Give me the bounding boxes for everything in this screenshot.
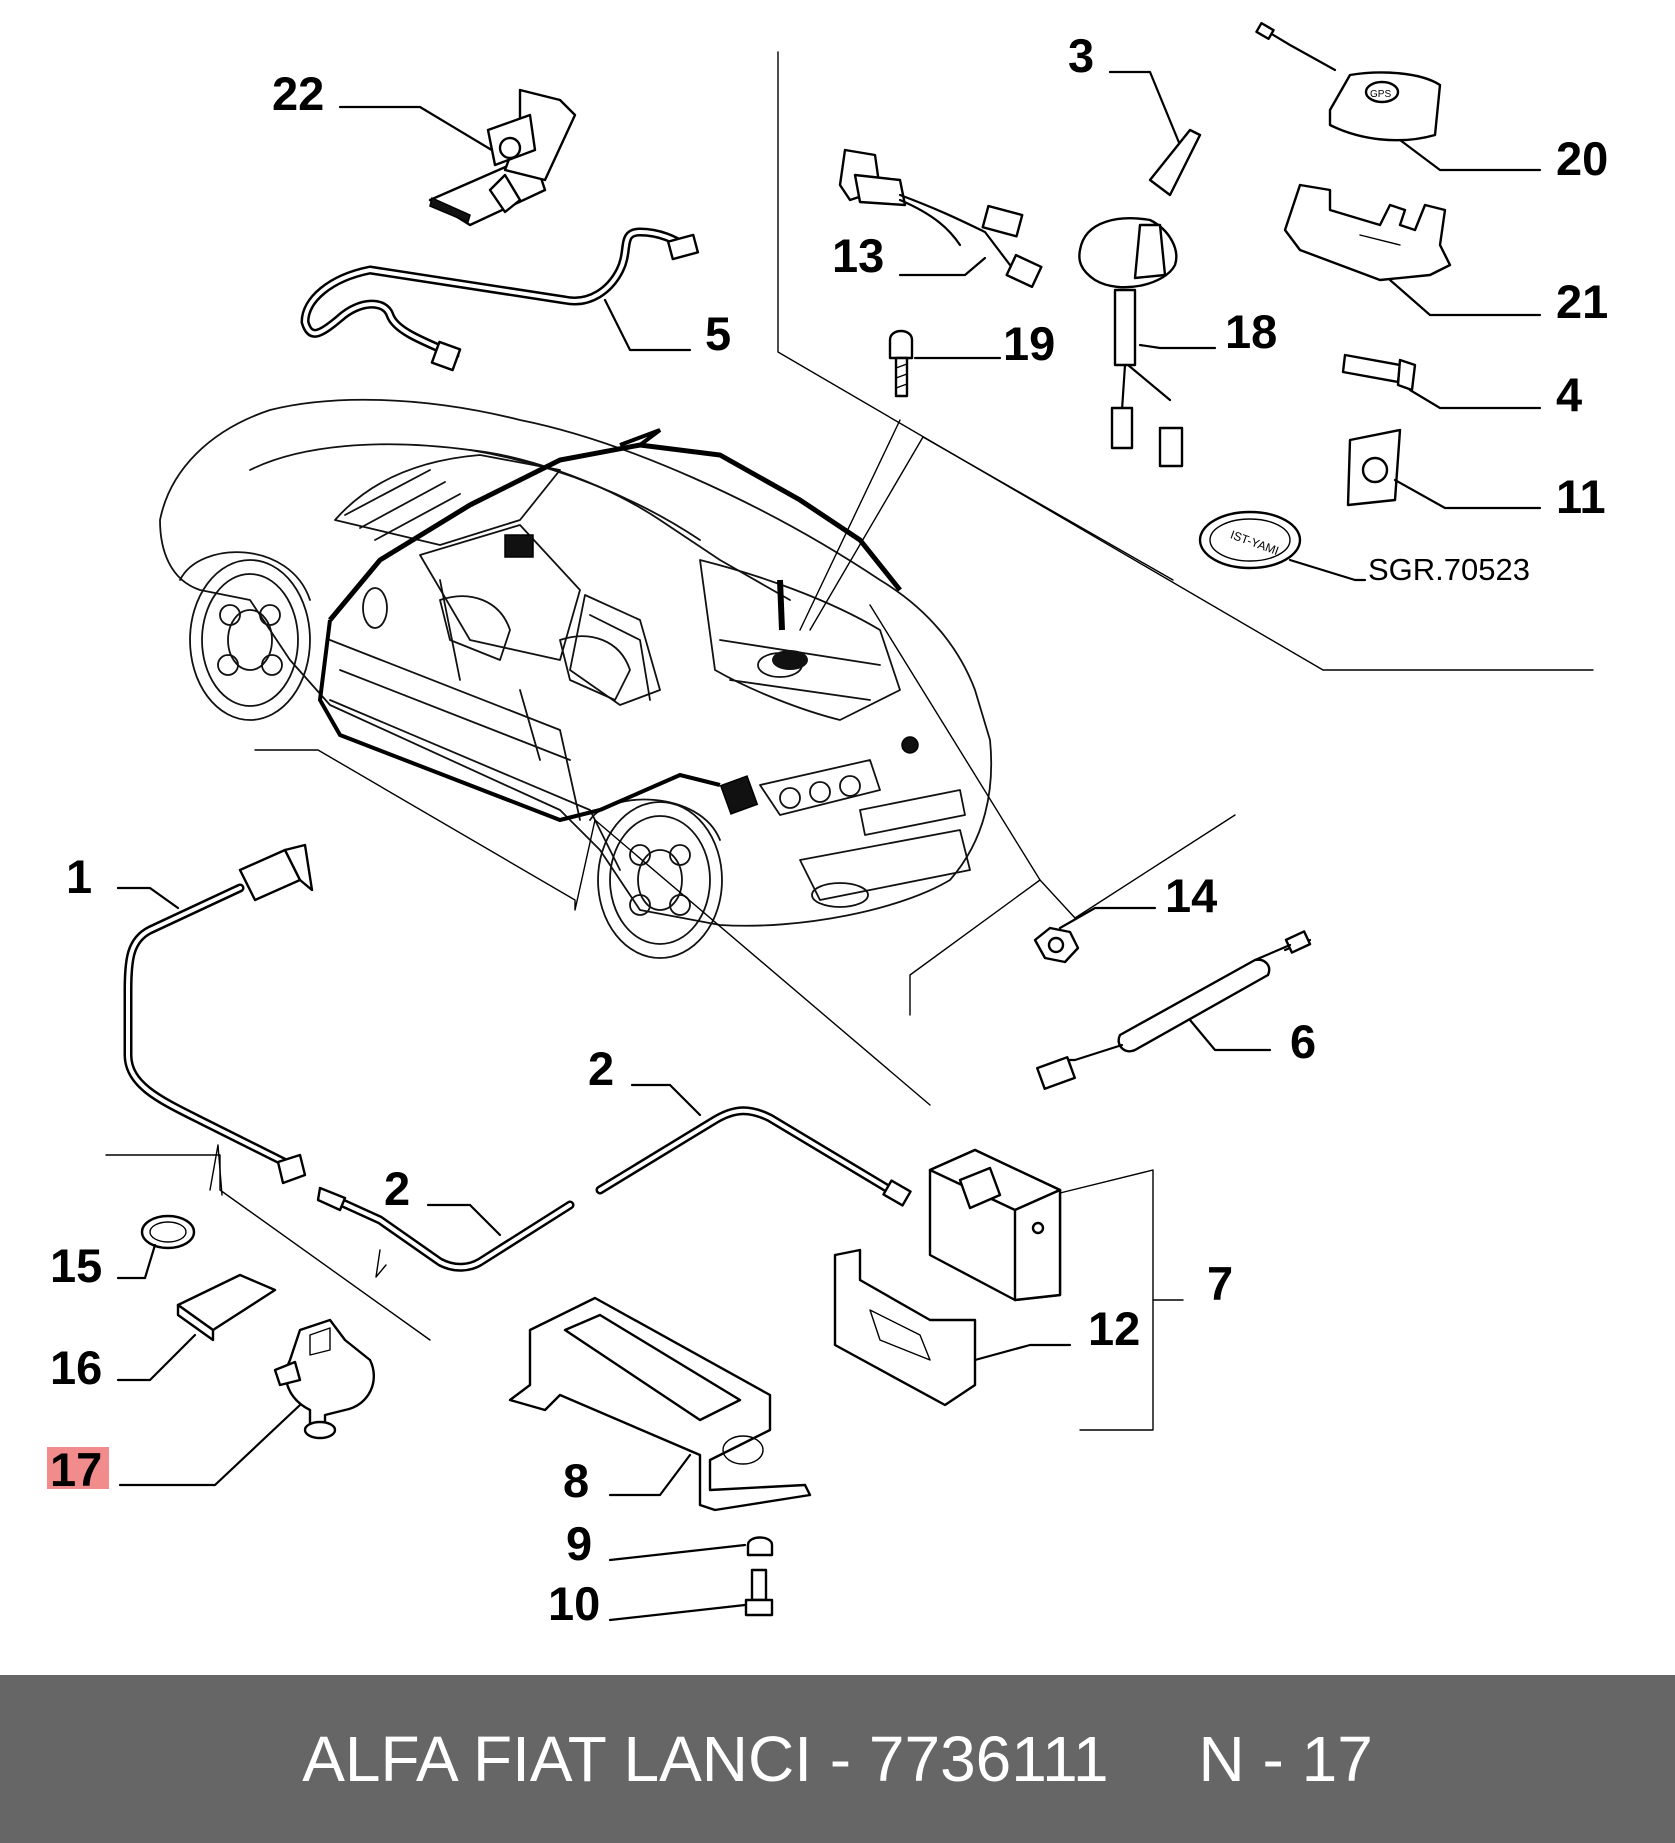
callout-19: 19 bbox=[1003, 317, 1055, 370]
callout-13: 13 bbox=[832, 229, 884, 282]
callout-22: 22 bbox=[272, 67, 324, 120]
callout-9: 9 bbox=[566, 1517, 592, 1570]
part-1-cable bbox=[116, 843, 314, 1185]
footer-ref: N - 17 bbox=[1198, 1723, 1373, 1795]
car-illustration bbox=[159, 398, 993, 959]
part-6-filter bbox=[1036, 930, 1312, 1091]
part-12-bracket bbox=[833, 1248, 1072, 1407]
callout-18: 18 bbox=[1225, 305, 1277, 358]
part-17-clip bbox=[118, 1318, 375, 1487]
part-9-nut bbox=[608, 1536, 774, 1562]
callout-2a: 2 bbox=[588, 1042, 614, 1095]
part-13-harness bbox=[838, 148, 1043, 289]
callout-14: 14 bbox=[1165, 869, 1217, 922]
callout-5: 5 bbox=[705, 307, 731, 360]
part-10-bolt bbox=[608, 1568, 774, 1622]
part-21-bracket bbox=[1283, 183, 1542, 317]
part-16-pad bbox=[116, 1273, 277, 1382]
callout-10: 10 bbox=[548, 1577, 600, 1630]
callout-6: 6 bbox=[1290, 1015, 1316, 1068]
callout-7: 7 bbox=[1207, 1257, 1233, 1310]
part-7-module bbox=[928, 1148, 1062, 1302]
callout-1: 1 bbox=[66, 850, 92, 903]
parts-diagram: GPS IST-YAMI SGR.70523 bbox=[47, 21, 1608, 1630]
callout-8: 8 bbox=[563, 1454, 589, 1507]
part-15-clamp bbox=[116, 1214, 196, 1280]
callout-4: 4 bbox=[1556, 368, 1582, 421]
part-22-clip bbox=[338, 88, 577, 227]
callout-17: 17 bbox=[50, 1443, 102, 1496]
callout-3: 3 bbox=[1068, 29, 1094, 82]
footer-bar: ALFA FIAT LANCI - 7736111 N - 17 bbox=[0, 1675, 1675, 1843]
part-8-bracket bbox=[508, 1296, 812, 1512]
callout-21: 21 bbox=[1556, 275, 1608, 328]
part-4-bolt bbox=[1341, 353, 1542, 410]
callout-2b: 2 bbox=[384, 1162, 410, 1215]
part-14-nut bbox=[1033, 906, 1157, 964]
sgr-sticker: IST-YAMI SGR.70523 bbox=[1198, 510, 1530, 587]
callout-17-highlight bbox=[47, 1447, 109, 1489]
part-3-antenna-mast bbox=[1108, 70, 1202, 197]
part-19-bolt bbox=[888, 329, 1002, 398]
callout-12: 12 bbox=[1088, 1302, 1140, 1355]
callout-11: 11 bbox=[1556, 470, 1606, 523]
part-20-gps-antenna: GPS bbox=[1255, 21, 1542, 172]
footer-separator: - bbox=[812, 1723, 869, 1795]
footer-brand: ALFA FIAT LANCI bbox=[302, 1723, 812, 1795]
part-11-clip bbox=[1346, 428, 1542, 510]
reference-label: SGR.70523 bbox=[1368, 552, 1530, 587]
part-5-cable bbox=[300, 227, 700, 372]
callout-15: 15 bbox=[50, 1239, 102, 1292]
callout-20: 20 bbox=[1556, 132, 1608, 185]
callout-16: 16 bbox=[50, 1341, 102, 1394]
gps-label: GPS bbox=[1370, 89, 1391, 100]
part-2-cables bbox=[316, 1083, 912, 1272]
callouts: 22 5 13 19 3 18 20 21 4 11 14 6 1 2 2 7 … bbox=[47, 29, 1608, 1630]
footer-part-number: 7736111 bbox=[868, 1723, 1109, 1795]
part-18-antenna-base bbox=[1078, 217, 1217, 468]
leader-lines bbox=[105, 51, 1594, 1431]
